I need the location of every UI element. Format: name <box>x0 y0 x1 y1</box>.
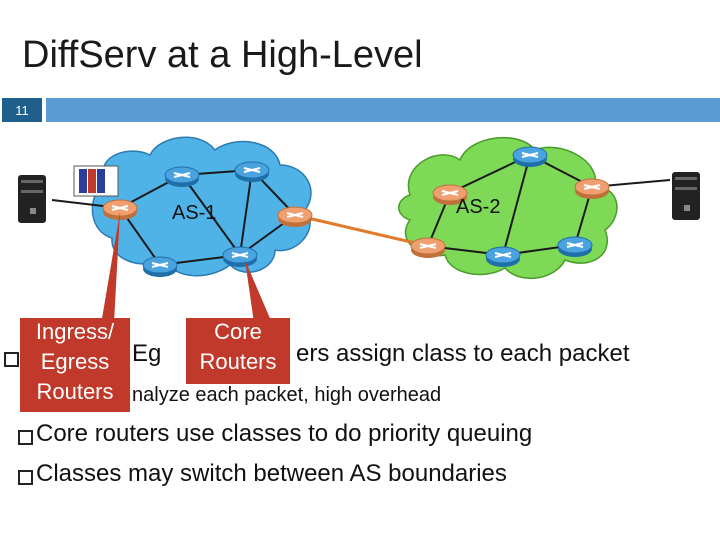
slide-number: 11 <box>2 98 42 122</box>
ingress-egress-callout: Ingress/ Egress Routers <box>20 318 130 412</box>
as2-label: AS-2 <box>456 196 501 218</box>
callout-line-2: Egress <box>40 349 110 374</box>
header-stripe <box>46 98 720 122</box>
bullet-1-tail: ers assign class to each packet <box>296 340 630 367</box>
core-callout-line-2: Routers <box>199 349 277 374</box>
slide-title: DiffServ at a High-Level <box>22 34 423 76</box>
network-diagram <box>18 136 700 320</box>
server-host-left <box>18 175 46 223</box>
callout-line-3: Routers <box>36 379 114 404</box>
bullet-3-text: Core routers use classes to do priority … <box>36 420 533 447</box>
inter-as-link <box>294 213 429 248</box>
bullet-box-4 <box>18 470 33 485</box>
core-routers-callout: Core Routers <box>186 318 290 384</box>
ingress-callout-pointer <box>101 212 120 320</box>
router-icons <box>142 146 593 277</box>
bullet-box-1 <box>4 352 19 367</box>
server-host-right <box>672 172 700 220</box>
bullet-4-text: Classes may switch between AS boundaries <box>36 460 507 487</box>
core-callout-line-1: Core <box>214 319 262 344</box>
callout-line-1: Ingress/ <box>35 319 115 344</box>
bullet-1-fragment: Eg <box>132 340 162 367</box>
bullet-2-text: nalyze each packet, high overhead <box>132 384 442 406</box>
as1-label: AS-1 <box>172 202 217 224</box>
packet-queue-icon <box>73 165 119 197</box>
core-callout-pointer <box>245 260 271 320</box>
bullet-box-3 <box>18 430 33 445</box>
